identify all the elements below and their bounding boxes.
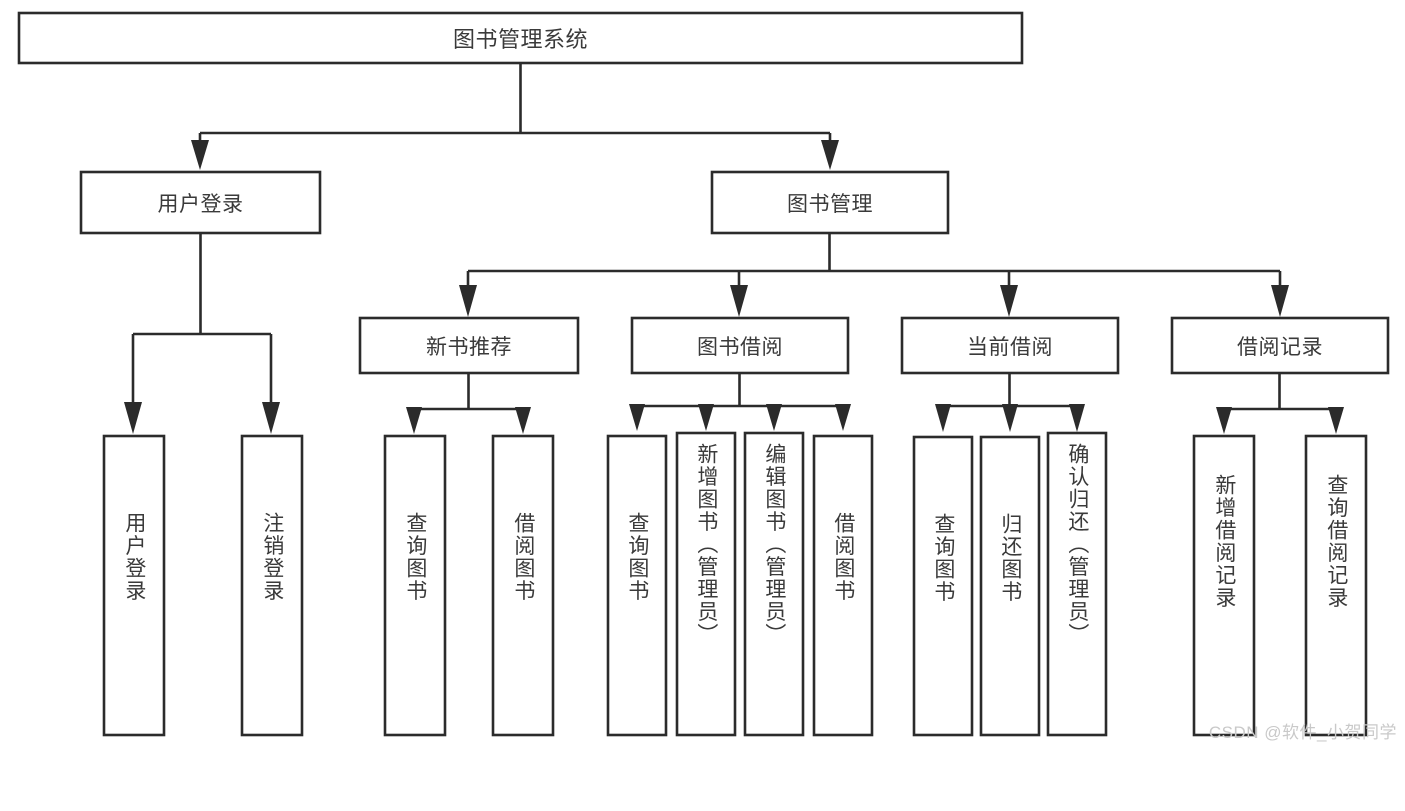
node-book-manage-box[interactable]: [710, 170, 950, 235]
arrow-to-leaf-confirm-return: [1069, 404, 1085, 432]
leaf-add-record-box[interactable]: [1192, 434, 1256, 737]
leaf-add-book-box[interactable]: [675, 431, 737, 737]
arrow-to-leaf-return-book: [1002, 404, 1018, 432]
leaf-return-book-box[interactable]: [979, 435, 1041, 737]
arrow-root-to-user-login: [191, 140, 209, 170]
arrow-to-leaf-edit-book: [766, 404, 782, 431]
node-borrow-record-box[interactable]: [1170, 316, 1390, 375]
arrow-to-current-borrow: [1000, 285, 1018, 317]
arrow-to-borrow-record: [1271, 285, 1289, 317]
arrow-to-leaf-borrow-book-1: [515, 407, 531, 434]
leaf-query-book-2-box[interactable]: [606, 434, 668, 737]
node-user-login-box[interactable]: [79, 170, 322, 235]
leaf-user-login-box[interactable]: [102, 434, 166, 737]
arrow-to-leaf-add-record: [1216, 407, 1232, 434]
arrow-to-book-borrow: [730, 285, 748, 317]
node-new-book-recommend-box[interactable]: [358, 316, 580, 375]
leaf-borrow-book-1-box[interactable]: [491, 434, 555, 737]
node-book-borrow-box[interactable]: [630, 316, 850, 375]
leaf-edit-book-box[interactable]: [743, 431, 805, 737]
arrow-root-to-book-manage: [821, 140, 839, 170]
leaf-borrow-book-2-box[interactable]: [812, 434, 874, 737]
leaf-query-book-3-box[interactable]: [912, 435, 974, 737]
arrow-to-leaf-user-login: [124, 402, 142, 434]
arrow-to-leaf-query-book-3: [935, 404, 951, 432]
arrow-to-leaf-query-record: [1328, 407, 1344, 434]
diagram-canvas-root: 图书管理系统 用户登录 图书管理 新书推荐 图书借阅 当前借阅 借阅记录 用户登…: [17, 11, 1397, 742]
node-current-borrow-box[interactable]: [900, 316, 1120, 375]
arrow-to-leaf-query-book-1: [406, 407, 422, 434]
arrow-to-new-book-recommend: [459, 285, 477, 317]
leaf-logout-box[interactable]: [240, 434, 304, 737]
arrow-to-leaf-add-book: [698, 404, 714, 431]
node-root-box[interactable]: [17, 11, 1024, 65]
arrow-to-leaf-query-book-2: [629, 404, 645, 431]
arrow-to-leaf-borrow-book-2: [835, 404, 851, 431]
leaf-confirm-return-box[interactable]: [1046, 431, 1108, 737]
leaf-query-record-box[interactable]: [1304, 434, 1368, 737]
arrow-to-leaf-logout: [262, 402, 280, 434]
leaf-query-book-1-box[interactable]: [383, 434, 447, 737]
tree-diagram-svg: [17, 11, 1390, 737]
